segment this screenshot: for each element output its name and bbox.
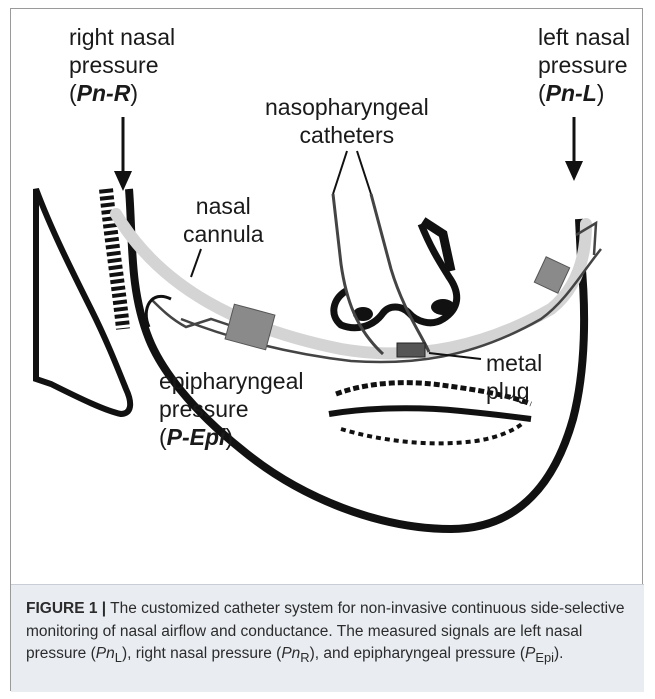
subscript-r: R bbox=[300, 650, 309, 665]
label-epipharyngeal-line2: pressure bbox=[159, 395, 304, 423]
pointer-nasal-cannula bbox=[191, 249, 201, 277]
lower-lip bbox=[341, 423, 523, 443]
symbol-pn-l: Pn bbox=[96, 645, 115, 662]
epipharyngeal-loop bbox=[146, 296, 171, 327]
metal-plug bbox=[397, 343, 425, 357]
nasopharyngeal-catheter-2 bbox=[371, 194, 429, 352]
label-epipharyngeal-line1: epipharyngeal bbox=[159, 367, 304, 395]
connector-right bbox=[225, 304, 275, 350]
mouth-line bbox=[329, 408, 531, 419]
subscript-epi: Epi bbox=[535, 650, 554, 665]
label-left-nasal: left nasal pressure (Pn-L) bbox=[538, 23, 630, 107]
symbol-pn-r: Pn bbox=[281, 645, 300, 662]
label-nasal-cannula-line1: nasal bbox=[183, 192, 264, 220]
label-right-nasal: right nasal pressure (Pn-R) bbox=[69, 23, 175, 107]
figure-frame: right nasal pressure (Pn-R) left nasal p… bbox=[10, 8, 643, 691]
label-nasopharyngeal: nasopharyngeal catheters bbox=[265, 93, 429, 149]
label-right-nasal-line2: pressure bbox=[69, 51, 175, 79]
pointer-catheter-1 bbox=[333, 151, 347, 194]
label-nasal-cannula: nasal cannula bbox=[183, 192, 264, 248]
caption-text: FIGURE 1 | The customized catheter syste… bbox=[26, 598, 631, 670]
label-nasopharyngeal-line2: catheters bbox=[265, 121, 429, 149]
label-epipharyngeal: epipharyngeal pressure (P-Epi) bbox=[159, 367, 304, 451]
label-metal-plug-line1: metal bbox=[486, 349, 542, 377]
label-left-nasal-abbr: (Pn-L) bbox=[538, 79, 630, 107]
label-left-nasal-line2: pressure bbox=[538, 51, 630, 79]
figure-label: FIGURE 1 | bbox=[26, 600, 106, 617]
label-right-nasal-line1: right nasal bbox=[69, 23, 175, 51]
diagram-area: right nasal pressure (Pn-R) left nasal p… bbox=[11, 9, 644, 584]
caption-part-2: ), right nasal pressure ( bbox=[122, 645, 281, 662]
caption-part-4: ). bbox=[554, 645, 563, 662]
caption-part-3: ), and epipharyngeal pressure ( bbox=[310, 645, 525, 662]
pointer-catheter-2 bbox=[357, 151, 371, 194]
nostril-left bbox=[431, 299, 455, 315]
label-nasal-cannula-line2: cannula bbox=[183, 220, 264, 248]
arrowhead-left-nasal bbox=[565, 161, 583, 181]
label-metal-plug-line2: plug bbox=[486, 377, 542, 405]
label-epipharyngeal-abbr: (P-Epi) bbox=[159, 423, 304, 451]
subscript-l: L bbox=[115, 650, 122, 665]
arrowhead-right-nasal bbox=[114, 171, 132, 191]
symbol-p-epi: P bbox=[525, 645, 535, 662]
figure-caption: FIGURE 1 | The customized catheter syste… bbox=[11, 584, 644, 692]
label-right-nasal-abbr: (Pn-R) bbox=[69, 79, 175, 107]
label-metal-plug: metal plug bbox=[486, 349, 542, 405]
label-nasopharyngeal-line1: nasopharyngeal bbox=[265, 93, 429, 121]
label-left-nasal-line1: left nasal bbox=[538, 23, 630, 51]
